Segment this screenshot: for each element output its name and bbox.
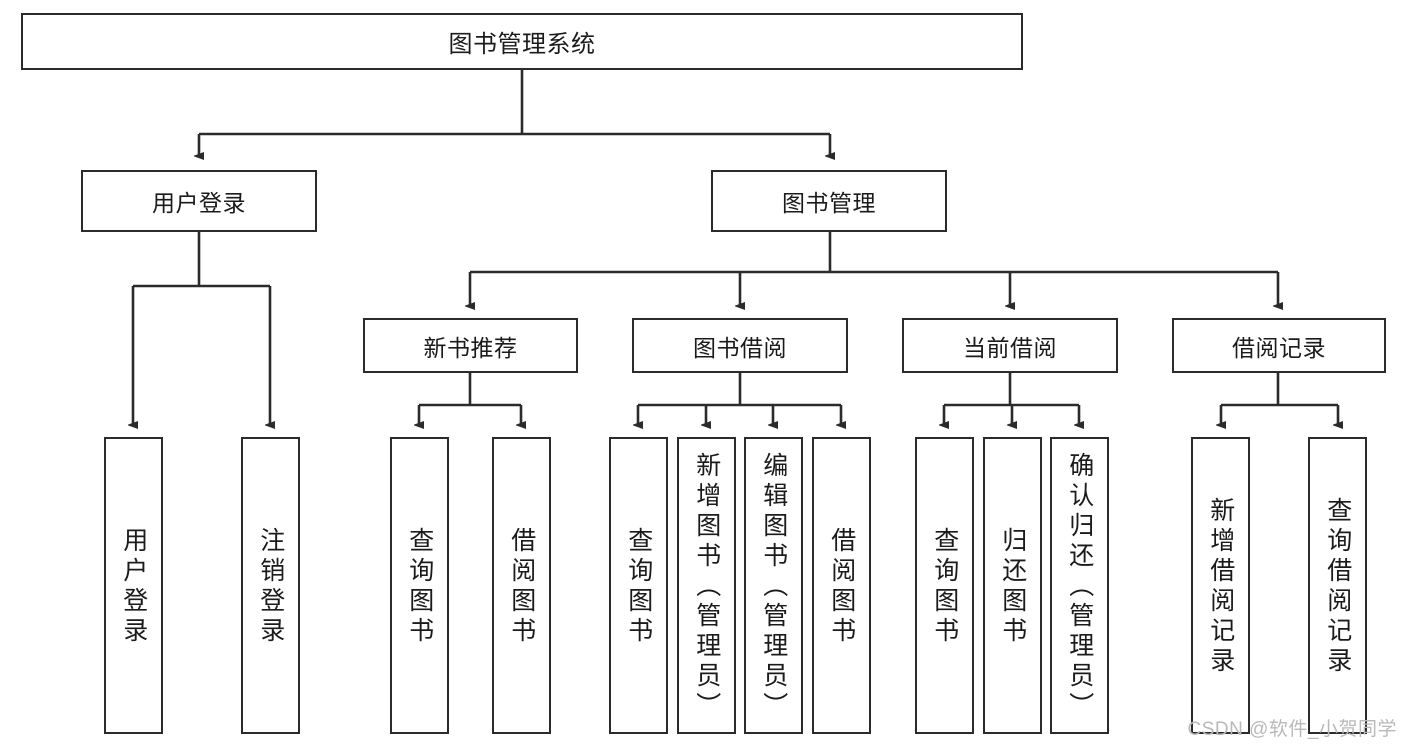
leaf-book-borrow-2[interactable]: 新增图书（管理员） (677, 437, 736, 734)
leaf-borrow-record-1[interactable]: 新增借阅记录 (1191, 437, 1250, 734)
node-book-borrow-label: 图书借阅 (693, 334, 787, 361)
node-new-book-recommend-label: 新书推荐 (423, 334, 518, 361)
node-root-label: 图书管理系统 (448, 31, 596, 58)
leaf-user-login-1[interactable]: 用户登录 (104, 437, 163, 734)
leaf-label: 查询借阅记录 (1323, 496, 1352, 677)
watermark-text: CSDN @软件_小贺同学 (1187, 719, 1397, 740)
leaf-label: 注销登录 (256, 526, 285, 647)
node-book-borrow[interactable]: 图书借阅 (632, 318, 848, 373)
node-book-management-label: 图书管理 (782, 190, 876, 216)
leaf-current-borrow-3[interactable]: 确认归还（管理员） (1050, 437, 1109, 734)
node-current-borrow-label: 当前借阅 (963, 334, 1057, 361)
node-new-book-recommend[interactable]: 新书推荐 (363, 318, 578, 373)
leaf-label: 查询图书 (930, 526, 959, 647)
leaf-current-borrow-2[interactable]: 归还图书 (983, 437, 1042, 734)
node-current-borrow[interactable]: 当前借阅 (902, 318, 1118, 373)
leaf-new-book-1[interactable]: 查询图书 (390, 437, 449, 734)
leaf-label: 新增借阅记录 (1206, 496, 1235, 677)
leaf-label: 查询图书 (624, 526, 653, 647)
leaf-new-book-2[interactable]: 借阅图书 (492, 437, 551, 734)
leaf-label: 归还图书 (998, 526, 1027, 647)
node-root-system[interactable]: 图书管理系统 (21, 13, 1023, 70)
node-user-login[interactable]: 用户登录 (81, 170, 317, 232)
leaf-label: 借阅图书 (507, 526, 536, 647)
leaf-borrow-record-2[interactable]: 查询借阅记录 (1308, 437, 1367, 734)
leaf-label: 查询图书 (405, 526, 434, 647)
leaf-label: 借阅图书 (827, 526, 856, 647)
node-book-management[interactable]: 图书管理 (711, 170, 947, 232)
node-borrow-record-label: 借阅记录 (1232, 334, 1326, 361)
leaf-current-borrow-1[interactable]: 查询图书 (915, 437, 974, 734)
leaf-label: 编辑图书（管理员） (759, 451, 788, 722)
leaf-user-login-2[interactable]: 注销登录 (241, 437, 300, 734)
leaf-label: 用户登录 (119, 526, 148, 647)
node-user-login-label: 用户登录 (152, 190, 246, 216)
leaf-book-borrow-4[interactable]: 借阅图书 (812, 437, 871, 734)
node-borrow-record[interactable]: 借阅记录 (1172, 318, 1386, 373)
leaf-label: 确认归还（管理员） (1065, 451, 1094, 722)
leaf-label: 新增图书（管理员） (692, 451, 721, 722)
leaf-book-borrow-1[interactable]: 查询图书 (609, 437, 668, 734)
leaf-book-borrow-3[interactable]: 编辑图书（管理员） (744, 437, 803, 734)
